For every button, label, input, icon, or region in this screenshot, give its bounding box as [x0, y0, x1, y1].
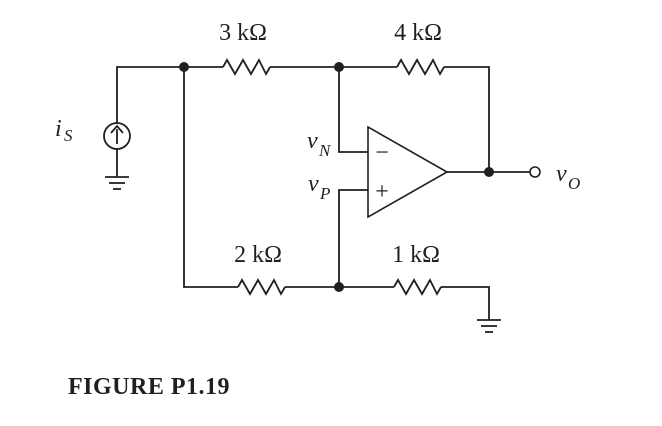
junction-dot [484, 167, 494, 177]
source-label: i S [55, 116, 73, 145]
source-label-var: i [55, 116, 62, 142]
vo-label-var: v [556, 161, 567, 187]
resistor-2k-symbol [237, 278, 286, 296]
wires [116, 66, 530, 320]
ground-icon [105, 176, 129, 190]
junction-dot [334, 62, 344, 72]
inverting-sign: − [375, 140, 389, 166]
resistor-3k-symbol [222, 58, 271, 76]
vo-label-sub: O [568, 174, 580, 193]
noninverting-sign: + [375, 179, 389, 205]
vp-label: v P [308, 171, 330, 203]
op-amp-symbol [367, 125, 449, 219]
resistor-1k-label: 1 kΩ [392, 242, 440, 268]
resistor-1k-symbol [393, 278, 442, 296]
vn-label-sub: N [318, 141, 332, 160]
vo-label: v O [556, 161, 580, 193]
ground-icon [477, 319, 501, 333]
resistor-3k-label: 3 kΩ [219, 20, 267, 46]
up-arrow-head-icon [110, 124, 124, 134]
resistor-4k-symbol [396, 58, 445, 76]
vn-label: v N [307, 128, 332, 160]
output-terminal [529, 166, 541, 178]
junction-dot [334, 282, 344, 292]
resistor-2k-label: 2 kΩ [234, 242, 282, 268]
vp-label-var: v [308, 171, 319, 197]
current-source [103, 122, 131, 150]
resistor-4k-label: 4 kΩ [394, 20, 442, 46]
current-source-circle [103, 122, 131, 150]
vn-label-var: v [307, 128, 318, 154]
source-label-sub: S [64, 126, 73, 145]
junction-dot [179, 62, 189, 72]
vp-label-sub: P [319, 184, 330, 203]
figure-caption: FIGURE P1.19 [68, 374, 230, 400]
